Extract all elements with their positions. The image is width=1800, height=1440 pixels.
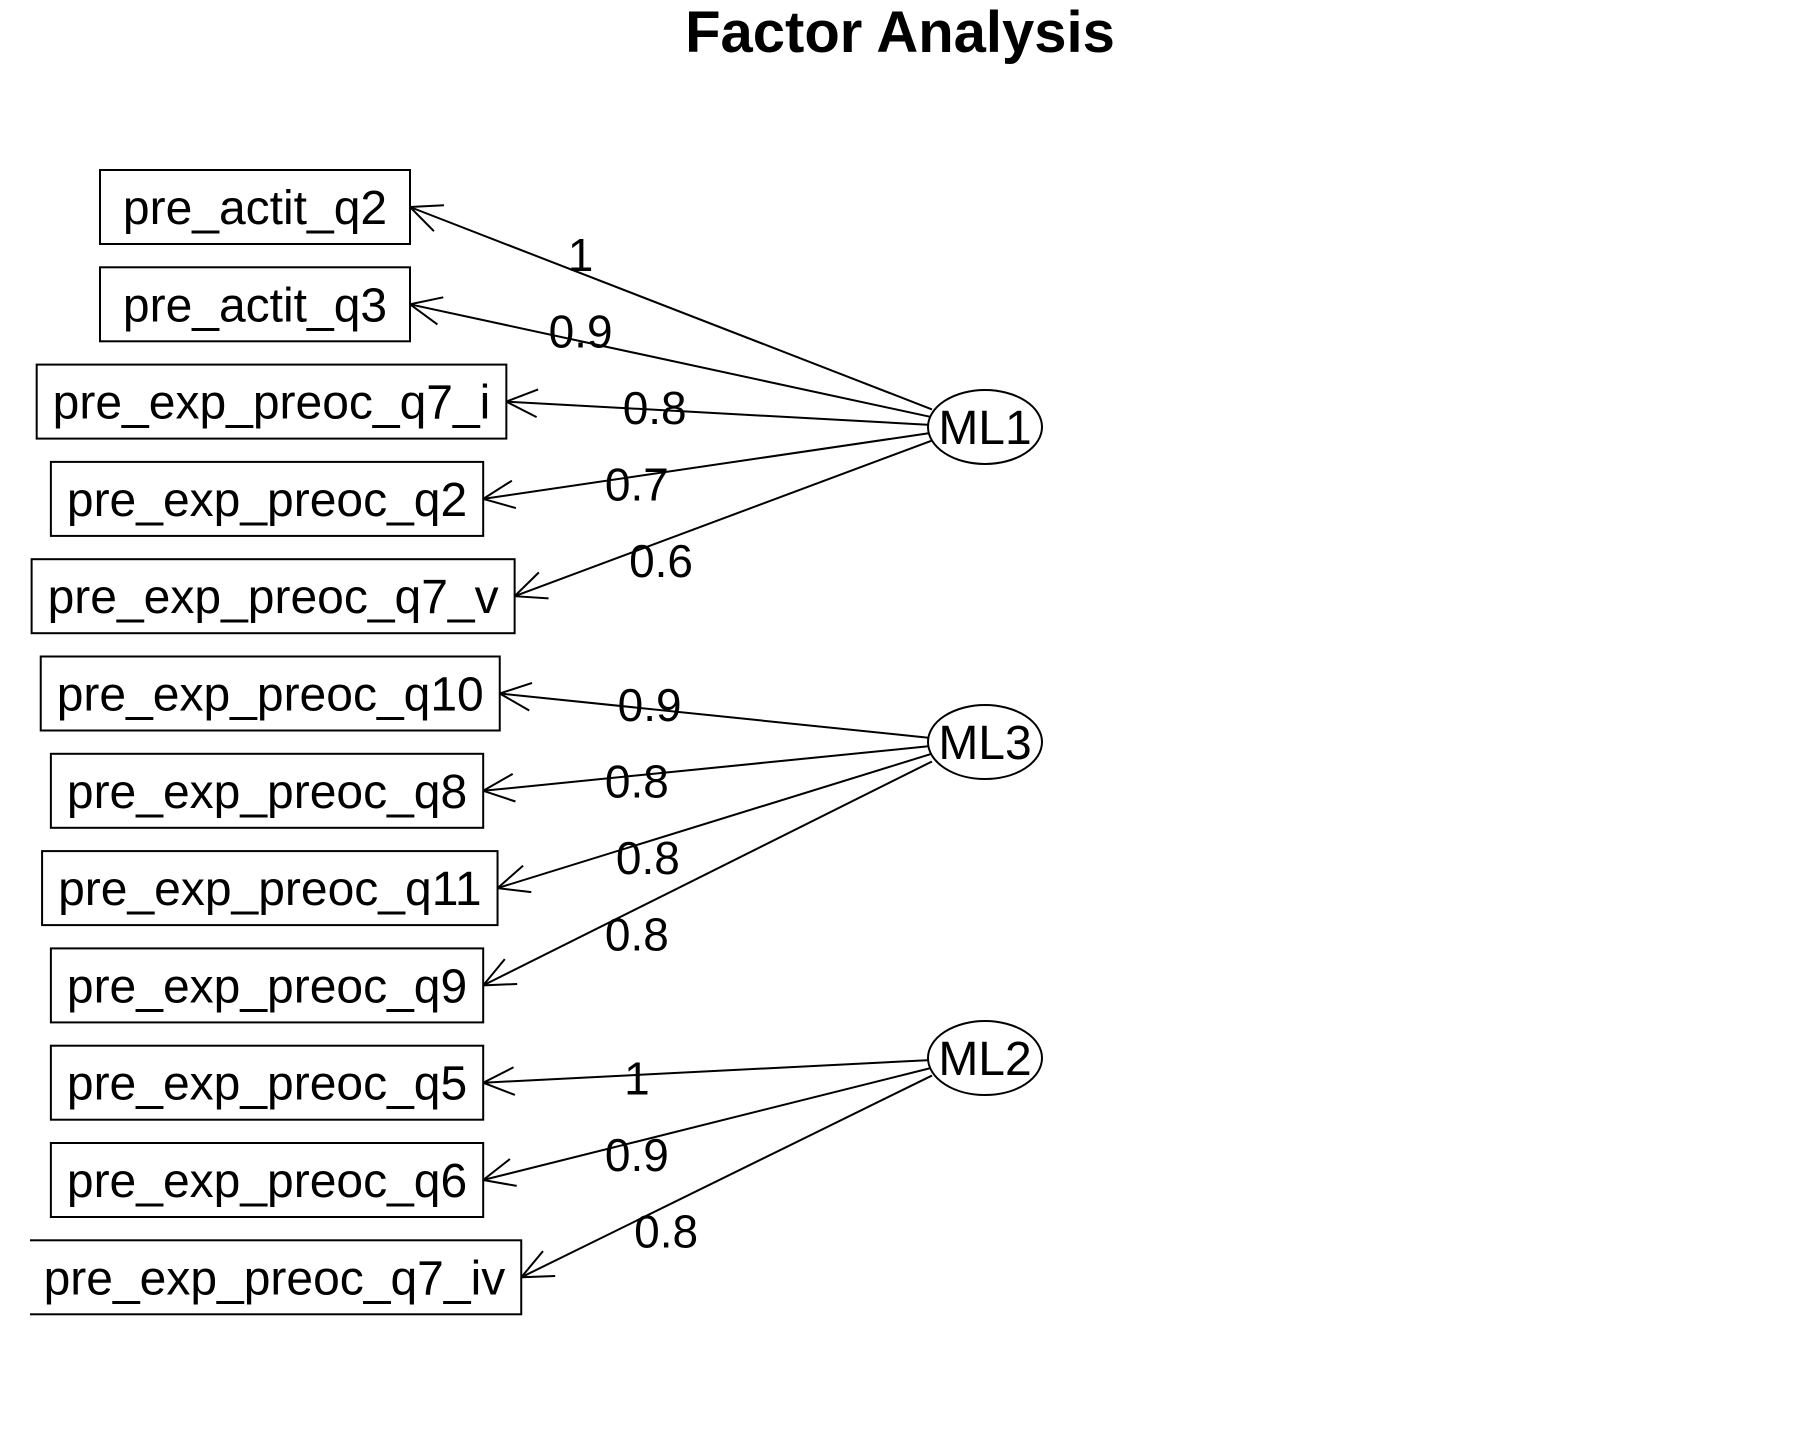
item-box xyxy=(49,1142,485,1218)
item-label: pre_exp_preoc_q6 xyxy=(67,1155,467,1208)
item-label: pre_exp_preoc_q2 xyxy=(67,474,467,527)
item-label: pre_exp_preoc_q8 xyxy=(67,766,467,819)
loading-edge-pre-exp-preoc-q2 xyxy=(480,431,933,510)
item-box xyxy=(49,1044,485,1121)
loading-label-pre-exp-preoc-q7-i: 0.8 xyxy=(623,382,687,434)
item-label: pre_exp_preoc_q10 xyxy=(57,669,484,722)
loading-label-pre-exp-preoc-q10: 0.9 xyxy=(618,679,682,731)
edge-line xyxy=(409,206,933,411)
item-box xyxy=(49,460,485,537)
edge-line xyxy=(482,1066,933,1181)
factor-label: ML1 xyxy=(938,402,1031,455)
edge-line xyxy=(482,760,933,987)
items-layer: pre_actit_q2 pre_actit_q3 pre_exp_preoc_q7… xyxy=(30,169,523,1316)
item-box xyxy=(35,363,508,440)
item-node-pre-exp-preoc-q11: pre_exp_preoc_q11 xyxy=(41,850,499,927)
item-box xyxy=(41,850,499,927)
item-node-pre-exp-preoc-q2: pre_exp_preoc_q2 xyxy=(49,460,485,537)
item-box xyxy=(30,1239,523,1316)
edge-line xyxy=(514,439,933,598)
loading-edge-pre-exp-preoc-q5 xyxy=(480,1058,933,1096)
item-label: pre_exp_preoc_q7_iv xyxy=(44,1252,506,1305)
item-node-pre-actit-q3: pre_actit_q3 xyxy=(99,266,411,343)
arrowhead xyxy=(519,1250,556,1279)
edge-line xyxy=(520,1074,933,1279)
item-node-pre-exp-preoc-q7-v: pre_exp_preoc_q7_v xyxy=(30,558,516,635)
diagram-title: Factor Analysis xyxy=(685,0,1115,65)
item-label: pre_exp_preoc_q9 xyxy=(67,960,467,1013)
item-label: pre_exp_preoc_q7_v xyxy=(48,571,499,624)
loading-edge-pre-exp-preoc-q9 xyxy=(480,760,933,987)
item-label: pre_exp_preoc_q11 xyxy=(58,863,481,916)
loading-label-pre-actit-q3: 0.9 xyxy=(549,305,613,357)
item-node-pre-exp-preoc-q9: pre_exp_preoc_q9 xyxy=(49,947,485,1024)
item-label: pre_exp_preoc_q7_i xyxy=(53,377,491,430)
factor-node-ml2: ML2 xyxy=(927,1020,1043,1096)
loading-label-pre-exp-preoc-q5: 1 xyxy=(624,1052,650,1104)
factor-label: ML3 xyxy=(938,717,1031,770)
item-node-pre-exp-preoc-q7-iv: pre_exp_preoc_q7_iv xyxy=(30,1239,523,1316)
factor-label: ML2 xyxy=(938,1033,1031,1086)
item-label: pre_exp_preoc_q5 xyxy=(67,1058,467,1111)
edge-line xyxy=(483,431,933,500)
item-box xyxy=(49,752,485,829)
loading-label-pre-exp-preoc-q7-v: 0.6 xyxy=(629,535,693,587)
factor-node-ml1: ML1 xyxy=(927,389,1043,465)
item-node-pre-exp-preoc-q10: pre_exp_preoc_q10 xyxy=(39,655,501,732)
factor-ellipse xyxy=(927,704,1043,780)
loading-label-pre-exp-preoc-q9: 0.8 xyxy=(605,909,669,961)
edge-line xyxy=(483,1058,933,1084)
item-box xyxy=(30,558,516,635)
item-node-pre-exp-preoc-q6: pre_exp_preoc_q6 xyxy=(49,1142,485,1218)
loading-edge-pre-exp-preoc-q7-iv xyxy=(519,1074,933,1279)
edge-line xyxy=(497,752,933,890)
factor-ellipse xyxy=(927,389,1043,465)
loading-label-pre-exp-preoc-q6: 0.9 xyxy=(605,1129,669,1181)
loadings-layer: 10.90.80.70.60.90.80.80.810.90.8 xyxy=(549,229,698,1258)
loading-edge-pre-exp-preoc-q7-i xyxy=(503,388,933,426)
loading-label-pre-exp-preoc-q8: 0.8 xyxy=(605,755,669,807)
loading-label-pre-exp-preoc-q11: 0.8 xyxy=(616,832,680,884)
arrowhead xyxy=(480,958,518,987)
edge-line xyxy=(506,400,933,426)
edge-line xyxy=(409,303,933,419)
item-label: pre_actit_q2 xyxy=(123,182,387,235)
edge-line xyxy=(483,744,933,792)
item-node-pre-actit-q2: pre_actit_q2 xyxy=(99,169,411,245)
item-node-pre-exp-preoc-q7-i: pre_exp_preoc_q7_i xyxy=(35,363,508,440)
loading-label-pre-exp-preoc-q7-iv: 0.8 xyxy=(634,1206,698,1258)
loading-edge-pre-exp-preoc-q11 xyxy=(495,752,933,894)
factor-ellipse xyxy=(927,1020,1043,1096)
item-label: pre_actit_q3 xyxy=(123,279,387,332)
item-box xyxy=(99,169,411,245)
item-box xyxy=(49,947,485,1024)
edge-line xyxy=(499,692,933,740)
loading-edge-pre-exp-preoc-q10 xyxy=(497,681,933,740)
loading-label-pre-exp-preoc-q2: 0.7 xyxy=(605,459,669,511)
loading-edge-pre-exp-preoc-q6 xyxy=(480,1066,933,1187)
item-node-pre-exp-preoc-q8: pre_exp_preoc_q8 xyxy=(49,752,485,829)
item-node-pre-exp-preoc-q5: pre_exp_preoc_q5 xyxy=(49,1044,485,1121)
factor-node-ml3: ML3 xyxy=(927,704,1043,780)
item-box xyxy=(39,655,501,732)
loading-label-pre-actit-q2: 1 xyxy=(568,229,594,281)
item-box xyxy=(99,266,411,343)
